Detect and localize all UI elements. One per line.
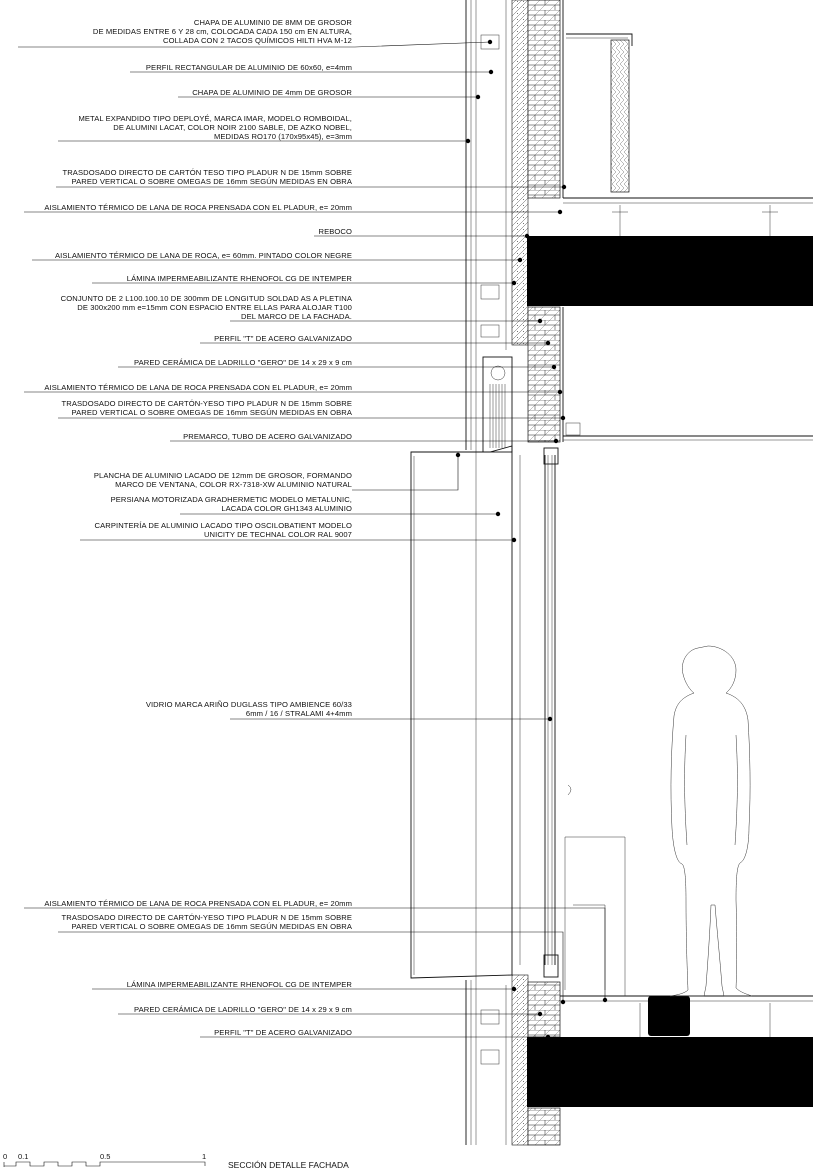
annotation-a12: PARED CERÁMICA DE LADRILLO "GERO" DE 14 … <box>118 358 557 370</box>
svg-text:PERFIL "T" DE ACERO GALVANIZAD: PERFIL "T" DE ACERO GALVANIZADO <box>214 1028 352 1037</box>
annotation-a07: REBOCO <box>314 227 530 239</box>
annotation-a14: TRASDOSADO DIRECTO DE CARTÓN-YESO TIPO P… <box>58 399 566 421</box>
annotation-a05: TRASDOSADO DIRECTO DE CARTÓN TESO TIPO P… <box>56 168 567 190</box>
svg-text:PLANCHA DE ALUMINIO LACADO DE: PLANCHA DE ALUMINIO LACADO DE 12mm DE GR… <box>94 471 352 489</box>
svg-text:VIDRIO MARCA ARIÑO DUGLASS TIP: VIDRIO MARCA ARIÑO DUGLASS TIPO AMBIENCE… <box>146 700 352 718</box>
annotation-a02: PERFIL RECTANGULAR DE ALUMINIO DE 60x60,… <box>130 63 494 75</box>
annotation-a20: AISLAMIENTO TÉRMICO DE LANA DE ROCA PREN… <box>24 899 608 1003</box>
svg-text:TRASDOSADO DIRECTO DE CARTÓN-Y: TRASDOSADO DIRECTO DE CARTÓN-YESO TIPO P… <box>62 399 353 417</box>
svg-text:CHAPA DE ALUMINIO DE 4mm DE GR: CHAPA DE ALUMINIO DE 4mm DE GROSOR <box>192 88 352 97</box>
svg-text:PARED CERÁMICA DE LADRILLO "GE: PARED CERÁMICA DE LADRILLO "GERO" DE 14 … <box>134 358 352 367</box>
human-figure <box>669 645 753 997</box>
svg-text:AISLAMIENTO TÉRMICO DE LANA DE: AISLAMIENTO TÉRMICO DE LANA DE ROCA PREN… <box>44 899 352 908</box>
annotation-a13: AISLAMIENTO TÉRMICO DE LANA DE ROCA PREN… <box>24 383 563 395</box>
scale-bar: 0 0.1 0.5 1 <box>3 1152 206 1167</box>
scale-tick-0: 0 <box>3 1152 7 1161</box>
svg-text:TRASDOSADO DIRECTO DE CARTÓN-Y: TRASDOSADO DIRECTO DE CARTÓN-YESO TIPO P… <box>62 913 353 931</box>
insulation-layer <box>511 0 529 1146</box>
outer-cladding <box>465 0 507 1145</box>
svg-text:REBOCO: REBOCO <box>318 227 352 236</box>
annotation-a15: PREMARCO, TUBO DE ACERO GALVANIZADO <box>170 432 559 444</box>
svg-text:PREMARCO, TUBO DE ACERO GALVAN: PREMARCO, TUBO DE ACERO GALVANIZADO <box>183 432 352 441</box>
svg-text:AISLAMIENTO TÉRMICO DE LANA DE: AISLAMIENTO TÉRMICO DE LANA DE ROCA PREN… <box>44 203 352 212</box>
anchor-plates <box>480 34 500 1065</box>
svg-text:CONJUNTO DE 2 L100.100.10 DE 3: CONJUNTO DE 2 L100.100.10 DE 300mm DE LO… <box>61 294 353 321</box>
annotation-a16: PLANCHA DE ALUMINIO LACADO DE 12mm DE GR… <box>94 452 461 491</box>
deploye-mesh-panel <box>566 33 633 193</box>
window-glazing <box>519 447 572 978</box>
annotation-a19: VIDRIO MARCA ARIÑO DUGLASS TIPO AMBIENCE… <box>146 700 553 722</box>
brick-wall <box>527 0 564 1146</box>
svg-text:PERSIANA MOTORIZADA GRADHERMET: PERSIANA MOTORIZADA GRADHERMETIC MODELO … <box>111 495 352 513</box>
annotation-a03: CHAPA DE ALUMINIO DE 4mm DE GROSOR <box>178 88 481 100</box>
svg-text:PERFIL "T" DE ACERO GALVANIZAD: PERFIL "T" DE ACERO GALVANIZADO <box>214 334 352 343</box>
annotation-a18: CARPINTERÍA DE ALUMINIO LACADO TIPO OSCI… <box>80 521 517 543</box>
scale-tick-1: 1 <box>202 1152 206 1161</box>
annotation-a21: TRASDOSADO DIRECTO DE CARTÓN-YESO TIPO P… <box>58 913 566 1005</box>
scale-tick-0-1: 0.1 <box>18 1152 28 1161</box>
annotation-a08: AISLAMIENTO TÉRMICO DE LANA DE ROCA, e= … <box>32 251 523 263</box>
svg-text:LÁMINA IMPERMEABILIZANTE RHENO: LÁMINA IMPERMEABILIZANTE RHENOFOL CG DE … <box>127 274 353 283</box>
false-ceiling <box>563 422 813 441</box>
svg-text:AISLAMIENTO TÉRMICO DE LANA DE: AISLAMIENTO TÉRMICO DE LANA DE ROCA, e= … <box>55 251 352 260</box>
annotation-a04: METAL EXPANDIDO TIPO DEPLOYÉ, MARCA IMAR… <box>58 114 471 144</box>
interior-wall-lines <box>564 836 626 996</box>
scale-tick-0-5: 0.5 <box>100 1152 110 1161</box>
annotation-a09: LÁMINA IMPERMEABILIZANTE RHENOFOL CG DE … <box>92 274 517 286</box>
blind-box <box>482 356 513 453</box>
annotation-a10: CONJUNTO DE 2 L100.100.10 DE 300mm DE LO… <box>61 294 543 324</box>
lower-slab <box>527 995 813 1107</box>
svg-text:TRASDOSADO DIRECTO DE CARTÓN T: TRASDOSADO DIRECTO DE CARTÓN TESO TIPO P… <box>62 168 352 186</box>
annotation-a06: AISLAMIENTO TÉRMICO DE LANA DE ROCA PREN… <box>24 203 563 215</box>
annotation-a24: PERFIL "T" DE ACERO GALVANIZADO <box>200 1028 551 1040</box>
svg-text:PERFIL RECTANGULAR DE ALUMINIO: PERFIL RECTANGULAR DE ALUMINIO DE 60x60,… <box>146 63 352 72</box>
annotation-a17: PERSIANA MOTORIZADA GRADHERMETIC MODELO … <box>111 495 501 517</box>
drawing-title: SECCIÓN DETALLE FACHADA <box>228 1160 349 1170</box>
blind-slats <box>489 384 506 448</box>
svg-text:AISLAMIENTO TÉRMICO DE LANA DE: AISLAMIENTO TÉRMICO DE LANA DE ROCA PREN… <box>44 383 352 392</box>
annotation-a22: LÁMINA IMPERMEABILIZANTE RHENOFOL CG DE … <box>92 980 517 992</box>
upper-slab <box>527 197 813 306</box>
svg-text:CARPINTERÍA DE ALUMINIO LACADO: CARPINTERÍA DE ALUMINIO LACADO TIPO OSCI… <box>94 521 352 539</box>
annotation-a23: PARED CERÁMICA DE LADRILLO "GERO" DE 14 … <box>118 1005 543 1017</box>
window-frame-plate <box>410 445 513 979</box>
annotation-a11: PERFIL "T" DE ACERO GALVANIZADO <box>200 334 551 346</box>
svg-text:LÁMINA IMPERMEABILIZANTE RHENO: LÁMINA IMPERMEABILIZANTE RHENOFOL CG DE … <box>127 980 353 989</box>
svg-text:METAL EXPANDIDO TIPO DEPLOYÉ,: METAL EXPANDIDO TIPO DEPLOYÉ, MARCA IMAR… <box>78 114 352 141</box>
svg-text:PARED CERÁMICA DE LADRILLO "GE: PARED CERÁMICA DE LADRILLO "GERO" DE 14 … <box>134 1005 352 1014</box>
